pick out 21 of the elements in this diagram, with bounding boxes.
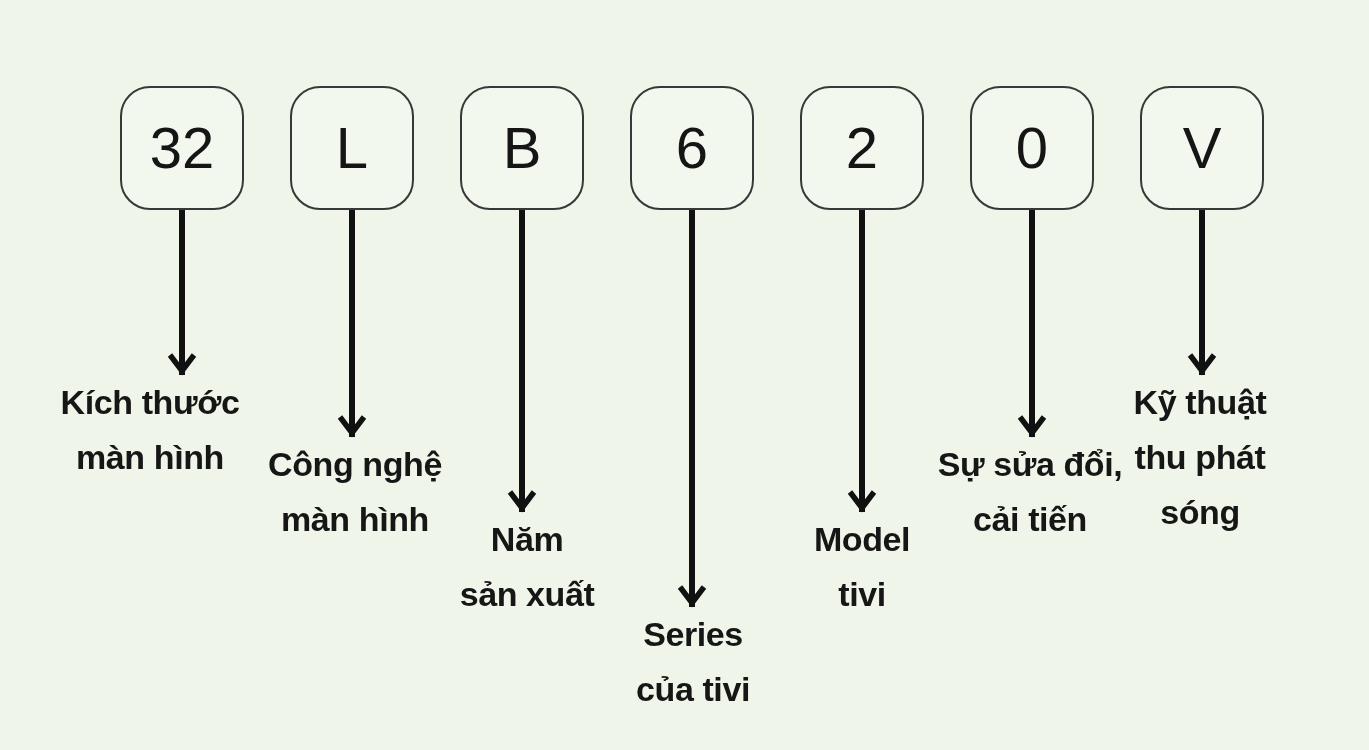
code-character-box: L (290, 86, 414, 210)
code-character-box: 2 (800, 86, 924, 210)
arrow (1187, 210, 1217, 375)
meaning-text: Công nghệ màn hình (267, 437, 443, 547)
meaning-text: Sự sửa đổi, cải tiến (936, 437, 1124, 547)
arrow (507, 210, 537, 512)
arrow (677, 210, 707, 607)
meaning-text: Năm sản xuất (458, 512, 596, 622)
code-character-box: 32 (120, 86, 244, 210)
arrow (1017, 210, 1047, 437)
meaning-text: Model tivi (812, 512, 912, 622)
meaning-text: Kỹ thuật thu phát sóng (1132, 375, 1268, 540)
meaning-text: Series của tivi (635, 607, 751, 717)
arrow (847, 210, 877, 512)
code-character-box: 6 (630, 86, 754, 210)
code-character-box: V (1140, 86, 1264, 210)
arrow (167, 210, 197, 375)
arrow (337, 210, 367, 437)
meaning-text: Kích thước màn hình (59, 375, 241, 485)
code-character-box: B (460, 86, 584, 210)
code-character-box: 0 (970, 86, 1094, 210)
